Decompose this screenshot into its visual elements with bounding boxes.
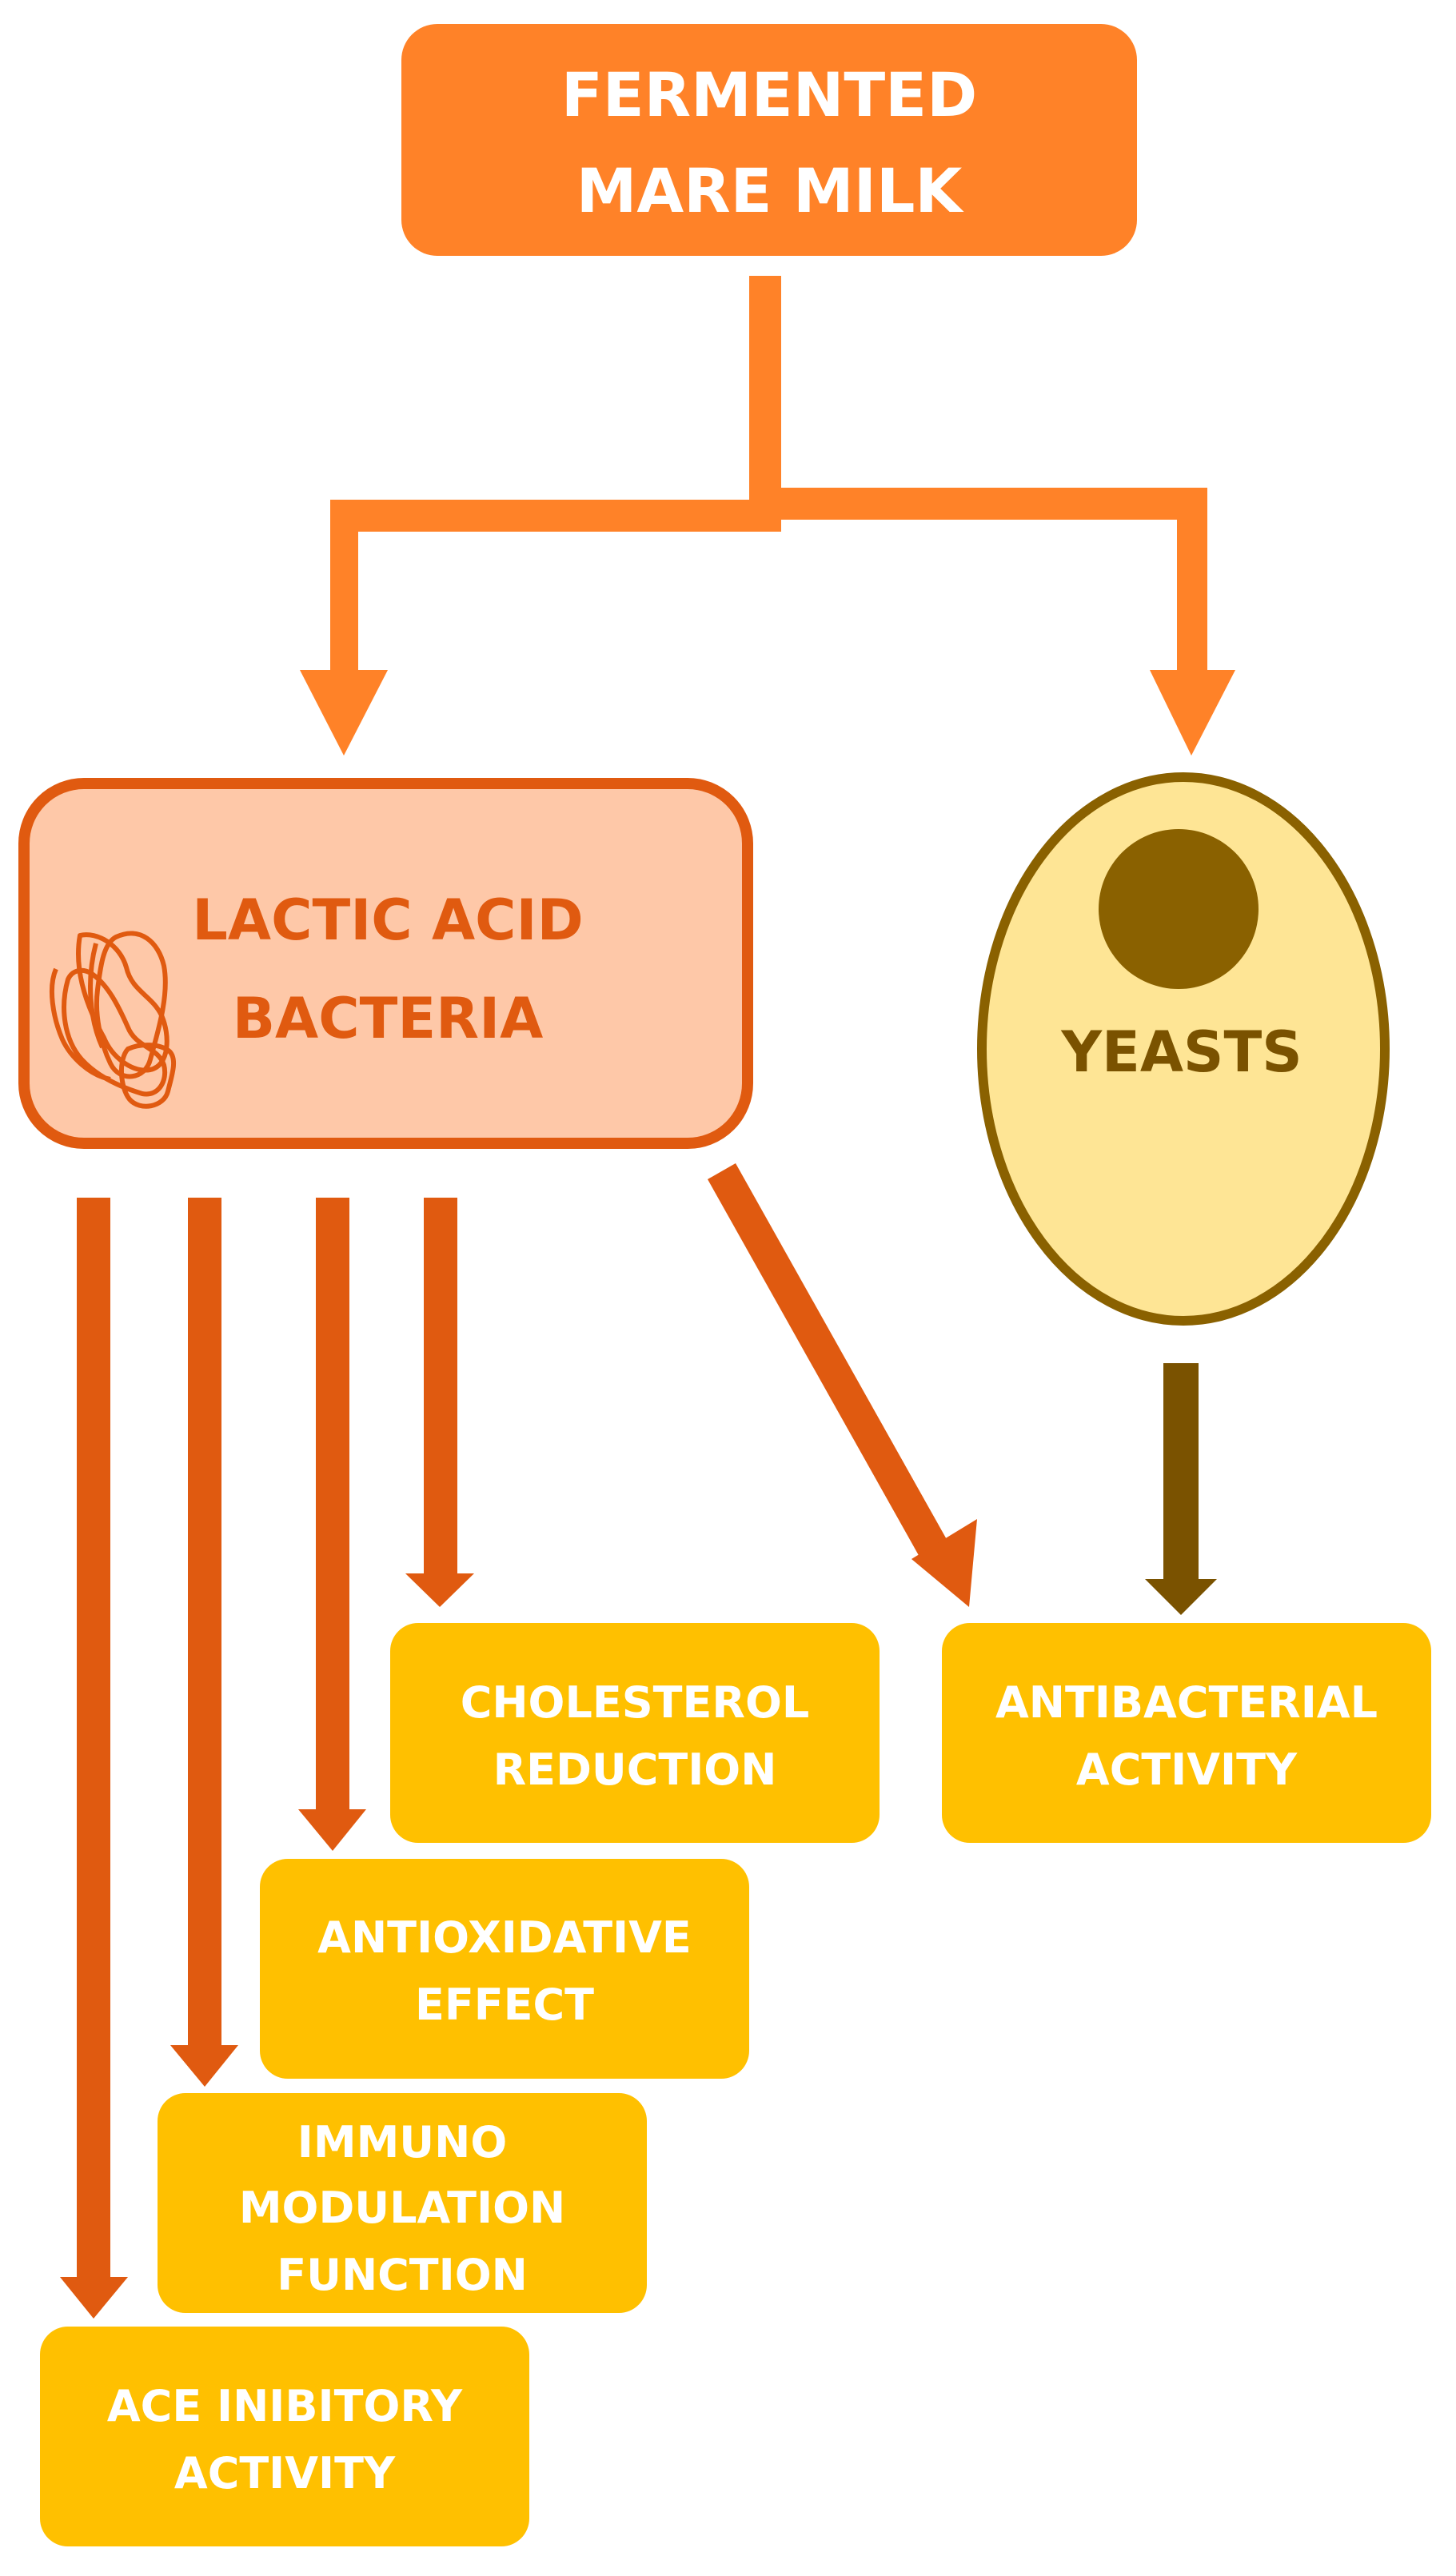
arrowhead-to-lab bbox=[300, 670, 388, 756]
arrow-yeast-to-antibacterial bbox=[1145, 1363, 1217, 1615]
yeast-nucleus bbox=[1099, 829, 1259, 989]
connector-drop-right bbox=[1177, 488, 1207, 676]
cholesterol-label-line1: CHOLESTEROL bbox=[461, 1677, 810, 1728]
root-label-line1: FERMENTED bbox=[561, 59, 977, 130]
lab-node: LACTIC ACID BACTERIA bbox=[18, 778, 753, 1149]
immuno-label-line1: IMMUNO bbox=[297, 2117, 508, 2167]
arrowhead-to-yeast bbox=[1150, 670, 1235, 756]
connector-drop-left bbox=[330, 500, 358, 676]
ace-label-line2: ACTIVITY bbox=[174, 2448, 396, 2498]
ace-box bbox=[40, 2327, 529, 2546]
connector-stem bbox=[749, 276, 781, 516]
ace-label-line1: ACE INIBITORY bbox=[107, 2381, 463, 2431]
antioxidative-label-line1: ANTIOXIDATIVE bbox=[317, 1912, 692, 1963]
split-connector bbox=[300, 276, 1235, 756]
arrow-lab-to-antibacterial bbox=[708, 1163, 977, 1607]
lab-arrows bbox=[60, 1163, 977, 2319]
antibacterial-box bbox=[942, 1623, 1431, 1843]
yeast-cell-icon bbox=[977, 772, 1390, 1326]
arrow-lab-to-ace bbox=[60, 1198, 128, 2319]
immuno-box bbox=[158, 2093, 647, 2313]
antibacterial-label-line1: ANTIBACTERIAL bbox=[995, 1677, 1378, 1728]
outcome-cholesterol: CHOLESTEROL REDUCTION bbox=[390, 1623, 880, 1843]
outcome-immuno: IMMUNO MODULATION FUNCTION bbox=[158, 2093, 647, 2313]
arrow-lab-to-cholesterol bbox=[405, 1198, 474, 1607]
yeast-node: YEASTS bbox=[977, 772, 1390, 1326]
cholesterol-label-line2: REDUCTION bbox=[493, 1745, 777, 1795]
immuno-label-line2: MODULATION bbox=[239, 2183, 565, 2233]
root-node: FERMENTED MARE MILK bbox=[401, 24, 1137, 256]
outcome-antioxidative: ANTIOXIDATIVE EFFECT bbox=[260, 1859, 749, 2079]
arrow-lab-to-antioxidative bbox=[298, 1198, 366, 1851]
lab-label-line2: BACTERIA bbox=[233, 986, 544, 1051]
lab-box bbox=[18, 778, 753, 1149]
root-label-line2: MARE MILK bbox=[576, 155, 965, 226]
arrow-lab-to-immuno bbox=[170, 1198, 238, 2087]
yeast-label: YEASTS bbox=[1060, 1019, 1302, 1085]
immuno-label-line3: FUNCTION bbox=[277, 2250, 528, 2300]
connector-bar-left bbox=[330, 500, 781, 532]
outcome-ace: ACE INIBITORY ACTIVITY bbox=[40, 2327, 529, 2546]
cholesterol-box bbox=[390, 1623, 880, 1843]
connector-bar-right bbox=[765, 488, 1207, 520]
root-box bbox=[401, 24, 1137, 256]
antioxidative-box bbox=[260, 1859, 749, 2079]
lab-label-line1: LACTIC ACID bbox=[192, 887, 583, 953]
outcome-antibacterial: ANTIBACTERIAL ACTIVITY bbox=[942, 1623, 1431, 1843]
antibacterial-label-line2: ACTIVITY bbox=[1076, 1745, 1298, 1795]
bacteria-icon bbox=[50, 931, 177, 1109]
antioxidative-label-line2: EFFECT bbox=[415, 1980, 594, 2030]
